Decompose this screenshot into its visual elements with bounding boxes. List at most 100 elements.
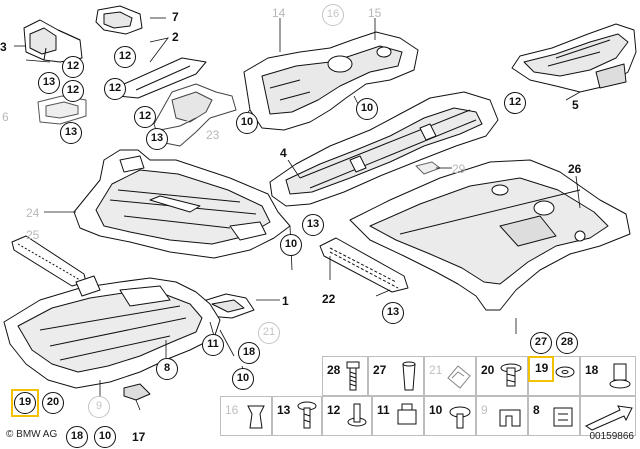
- bolt-icon: [297, 401, 317, 429]
- callout-13: 13: [382, 302, 404, 324]
- strip-part-22: [319, 237, 409, 293]
- strip-part-25: [11, 235, 87, 287]
- grid-cell-8: 8: [528, 396, 580, 436]
- label-23: 23: [206, 128, 220, 142]
- cell-label-9: 9: [481, 403, 488, 417]
- grid-cell-20: 20: [476, 356, 528, 396]
- clip-part-17: [123, 383, 151, 401]
- tunnel-shield-part-4: [269, 91, 499, 207]
- cell-label-10: 10: [429, 403, 443, 417]
- label-22: 22: [322, 292, 336, 306]
- clamp-icon: [553, 407, 573, 427]
- callout-12: 12: [114, 46, 136, 68]
- callout-13: 13: [302, 214, 324, 236]
- highlight-19-callout: [11, 389, 39, 417]
- callout-10: 10: [280, 234, 302, 256]
- heat-shield-part-23: [153, 83, 237, 147]
- label-2: 2: [172, 30, 179, 44]
- label-1: 1: [282, 294, 289, 308]
- grid-cell-9: 9: [476, 396, 528, 436]
- callout-10: 10: [94, 426, 116, 448]
- label-15: 15: [368, 6, 382, 20]
- underbody-panel-lower: [3, 275, 221, 389]
- callout-10: 10: [232, 368, 254, 390]
- label-29: 29: [452, 162, 466, 176]
- callout-21: 21: [258, 322, 280, 344]
- label-5: 5: [572, 98, 579, 112]
- highlight-19-grid: [528, 356, 554, 382]
- bracket-part-3: [23, 19, 83, 63]
- cell-label-21: 21: [429, 363, 443, 377]
- label-3: 3: [0, 40, 7, 54]
- callout-10: 10: [356, 98, 378, 120]
- label-26: 26: [568, 162, 582, 176]
- callout-18: 18: [66, 426, 88, 448]
- cell-label-27: 27: [373, 363, 387, 377]
- callout-12: 12: [62, 80, 84, 102]
- callout-8: 8: [156, 358, 178, 380]
- label-14: 14: [272, 6, 286, 20]
- arrow-icon: [584, 405, 633, 431]
- callout-20: 20: [42, 392, 64, 414]
- bolt-icon: [346, 361, 360, 391]
- clip-nut-icon: [397, 403, 417, 425]
- callout-13: 13: [146, 128, 168, 150]
- sleeve-icon: [402, 361, 416, 391]
- callout-13: 13: [60, 122, 82, 144]
- cell-label-13: 13: [277, 403, 291, 417]
- callout-27: 27: [530, 332, 552, 354]
- callout-28: 28: [556, 332, 578, 354]
- cell-label-20: 20: [481, 363, 495, 377]
- callout-18: 18: [238, 342, 260, 364]
- callout-12: 12: [104, 78, 126, 100]
- callout-13: 13: [38, 72, 60, 94]
- callout-10: 10: [236, 112, 258, 134]
- cell-label-8: 8: [533, 403, 540, 417]
- grid-cell-arrow: [580, 396, 636, 436]
- grid-cell-13: 13: [272, 396, 322, 436]
- heat-shield-part-5: [511, 23, 637, 93]
- callout-19: 19: [14, 392, 36, 414]
- callout-12: 12: [62, 56, 84, 78]
- callout-9: 9: [88, 396, 110, 418]
- bolt-icon: [449, 406, 471, 429]
- cell-label-28: 28: [327, 363, 341, 377]
- underbody-panel-part-24: [73, 149, 291, 259]
- grid-cell-21: 21: [424, 356, 476, 396]
- tunnel-cover-part-14: [243, 31, 419, 131]
- washer-icon: [555, 366, 575, 378]
- cell-label-12: 12: [327, 403, 341, 417]
- label-4: 4: [280, 146, 287, 160]
- clip-icon: [247, 405, 265, 429]
- shield-part-6: [37, 95, 87, 125]
- grid-cell-18: 18: [580, 356, 636, 396]
- grid-cell-11: 11: [372, 396, 424, 436]
- reference-number: 00159866: [589, 431, 635, 442]
- cell-label-11: 11: [377, 403, 390, 417]
- callout-11: 11: [202, 334, 224, 356]
- grid-cell-19: 19: [528, 356, 580, 396]
- grid-cell-10: 10: [424, 396, 476, 436]
- label-24: 24: [26, 206, 40, 220]
- underbody-panel-part-26: [349, 159, 631, 311]
- callout-12: 12: [504, 92, 526, 114]
- grid-cell-27: 27: [368, 356, 424, 396]
- label-7: 7: [172, 10, 179, 24]
- bracket-icon: [499, 409, 521, 427]
- label-17: 17: [132, 430, 146, 444]
- pad-icon: [447, 365, 471, 389]
- cell-label-16: 16: [225, 403, 239, 417]
- nut-icon: [609, 363, 631, 389]
- grid-cell-12: 12: [322, 396, 372, 436]
- screw-icon: [500, 363, 522, 387]
- bracket-part-7: [95, 5, 143, 35]
- cell-label-19: 19: [535, 361, 549, 375]
- label-25: 25: [26, 228, 40, 242]
- copyright: © BMW AG: [6, 429, 58, 440]
- cell-label-18: 18: [585, 363, 599, 377]
- callout-16: 16: [322, 4, 344, 26]
- grid-cell-16: 16: [220, 396, 272, 436]
- grid-cell-28: 28: [322, 356, 368, 396]
